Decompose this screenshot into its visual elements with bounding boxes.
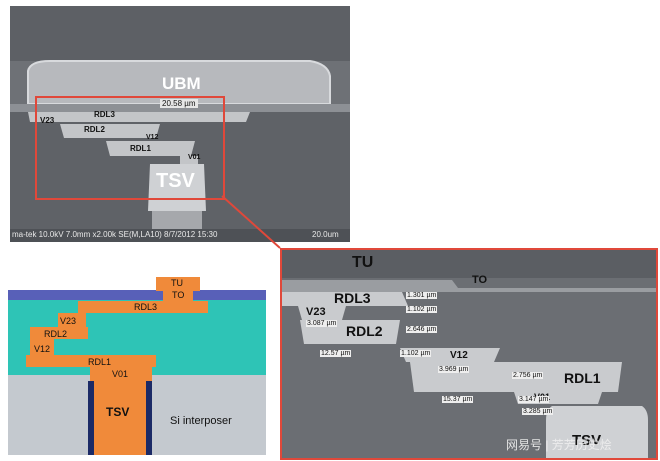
measure-3285: 3.285 µm [522,408,554,415]
tsv-label-schematic: TSV [106,405,130,419]
v12-label-zoom: V12 [450,350,468,361]
measure-1537: 15.37 µm [442,396,474,403]
tu-label-schematic: TU [171,278,183,288]
v23-label-schematic: V23 [60,316,77,326]
sem-zoom-image: TU TO RDL3 V23 RDL2 V12 RDL1 V01 TSV 1.3… [280,248,658,460]
rdl2-label-schematic: RDL2 [44,329,68,339]
zoom-region-box [35,96,225,200]
rdl1-label-schematic: RDL1 [88,357,112,367]
to-label-schematic: TO [172,290,185,300]
rdl3-label-top: RDL3 [94,110,115,119]
measure-1102-a: 1.102 µm [406,306,438,313]
watermark-text: 网易号 | 芳芳历史烩 [506,438,612,452]
width-measure-label: 20.58 µm [160,99,198,108]
schematic-diagram: TU TO RDL3 V23 RDL2 V12 RDL1 V01 TSV Si … [8,275,266,455]
sem-footer-text: ma-tek 10.0kV 7.0mm x2.00k SE(M,LA10) 8/… [12,230,218,239]
measure-1102-b: 1.102 µm [400,350,432,357]
rdl1-label-zoom: RDL1 [564,370,601,386]
rdl2-label-zoom: RDL2 [346,323,383,339]
v23-label-zoom: V23 [306,306,326,318]
measure-1257: 12.57 µm [320,350,352,357]
v01-label-schematic: V01 [112,369,129,379]
si-interposer-label: Si interposer [170,415,232,427]
v23-label-top: V23 [40,116,55,125]
rdl2-label-top: RDL2 [84,125,105,134]
rdl3-label-zoom: RDL3 [334,290,371,306]
measure-3147: 3.147 µm [518,396,550,403]
rdl1-label-top: RDL1 [130,144,151,153]
to-label-zoom: TO [472,274,488,286]
sem-overview-image: UBM 20.58 µm RDL3 V23 RDL2 V12 RDL1 V01 … [10,6,350,242]
tsv-label-zoom: TSV [572,432,602,449]
measure-2756: 2.756 µm [512,372,544,379]
tsv-label-top: TSV [156,170,195,192]
measure-1301: 1.301 µm [406,292,438,299]
scale-label: 20.0um [312,230,339,239]
schematic-drawing [8,277,266,455]
measure-2646: 2.646 µm [406,326,438,333]
tu-label-zoom: TU [352,254,374,271]
v12-label-top: V12 [146,134,159,141]
v12-label-schematic: V12 [34,344,51,354]
v01-label-top: V01 [188,154,201,161]
sem-overview-drawing [10,6,350,242]
rdl3-label-schematic: RDL3 [134,302,158,312]
ubm-label: UBM [162,74,201,93]
measure-3087: 3.087 µm [306,320,338,327]
measure-3969: 3.969 µm [438,366,470,373]
